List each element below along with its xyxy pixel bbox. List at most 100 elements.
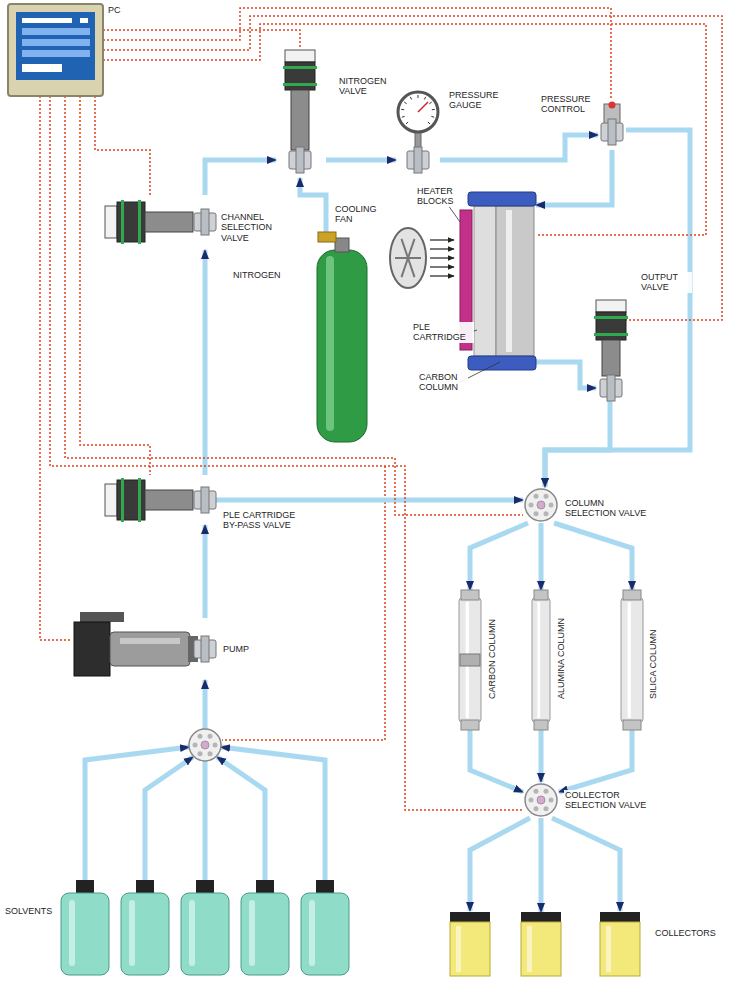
component-label: NITROGEN VALVE [338, 76, 395, 97]
pump-handle [80, 612, 124, 622]
bottle-body [241, 893, 289, 975]
tube [221, 747, 325, 880]
screen-line [22, 50, 90, 57]
air-flow-arrow [430, 257, 454, 258]
solvent-tube [539, 523, 544, 590]
gauge-tick [402, 116, 405, 118]
tube [470, 818, 530, 911]
gauge-tick [424, 97, 425, 100]
fitting-nut [607, 375, 615, 401]
air-flow-arrow [430, 248, 454, 249]
tube-fitting [289, 147, 311, 173]
screen-line [22, 39, 90, 46]
regulator [318, 232, 336, 242]
connectors [40, 8, 722, 912]
solvent-tube [536, 150, 612, 205]
fan-blade [402, 239, 409, 258]
component-node: ALUMINA COLUMN [532, 590, 550, 730]
control-wire [40, 96, 72, 640]
tube-fitting [194, 209, 216, 235]
column-tube [532, 598, 550, 722]
component-node: CHANNEL SELECTION VALVE [100, 195, 217, 250]
component-node: CARBON COLUMN [496, 192, 536, 370]
component-label: OUTPUT VALVE [640, 272, 692, 293]
solvent-tube [536, 362, 596, 388]
column-tube [621, 598, 643, 722]
fitting-nut [201, 636, 209, 662]
component-label: CARBON COLUMN [487, 618, 497, 700]
actuator-cap [105, 484, 117, 516]
gauge-tick [406, 122, 408, 124]
fitting-nut [201, 209, 209, 235]
rotary-valve [525, 784, 557, 816]
pump-highlight [120, 638, 180, 644]
fan-blade [408, 258, 415, 277]
solvent-bottle [241, 880, 289, 975]
green-flange [283, 83, 317, 86]
component-label: HEATER BLOCKS [416, 186, 463, 207]
valve-disc [525, 784, 557, 816]
solvent-tube [215, 498, 523, 503]
solvent-tube [539, 730, 544, 782]
valve-port [198, 734, 203, 739]
solvent-tube [539, 818, 544, 912]
control-wire [222, 466, 385, 740]
component-label: PC [107, 5, 122, 15]
column-body [532, 590, 550, 730]
control-wire [103, 24, 706, 235]
solvent-tube [470, 730, 523, 792]
component-node: PLE CARTRIDGE [474, 206, 496, 356]
gauge-tick [432, 109, 435, 110]
column-end [461, 590, 479, 600]
valve-port [208, 751, 213, 756]
valve-stem [145, 212, 193, 232]
fitting-nut [296, 147, 304, 173]
jar-body [450, 922, 490, 976]
component-label: PLE CARTRIDGE BY-PASS VALVE [222, 510, 306, 531]
bottle-body [121, 893, 169, 975]
component-node: COLLECTORS [446, 912, 644, 978]
component-label: CARBON COLUMN [418, 372, 468, 393]
solvent-bottle [61, 880, 109, 975]
air-flow-arrow [430, 266, 454, 267]
fitting-nut [414, 147, 422, 173]
bottle-highlight [309, 900, 315, 966]
valve-port [534, 789, 539, 794]
cartridge-assembly [460, 192, 536, 370]
column-tube [459, 598, 481, 722]
valve-rotor [537, 796, 545, 804]
gauge-needle [418, 102, 428, 112]
end-cap [468, 356, 536, 370]
component-node: PC [8, 4, 103, 96]
jar-cap [450, 912, 490, 922]
tube [552, 818, 620, 911]
green-flange [121, 200, 124, 244]
jar-body [521, 922, 561, 976]
bottle-cap [256, 880, 274, 894]
component-label: PLE CARTRIDGE [412, 322, 474, 343]
control-wire [103, 30, 300, 48]
valve-disc [189, 729, 221, 761]
component-label: CHANNEL SELECTION VALVE [220, 212, 278, 243]
component-label: PUMP [222, 644, 250, 654]
solvent-bottle [121, 880, 169, 975]
collector-jar [521, 912, 561, 976]
valve-stem [145, 490, 193, 510]
solvent-bottle [301, 880, 349, 975]
green-flange [138, 478, 141, 522]
solvent-tube [326, 158, 396, 163]
bottle-cap [136, 880, 154, 894]
component-label: COLLECTOR SELECTION VALVE [564, 790, 658, 811]
tube-fitting [407, 147, 429, 173]
component-label: NITROGEN [232, 270, 282, 280]
cylinder-highlight [326, 256, 334, 431]
component-node: COLUMN SELECTION VALVE [523, 487, 559, 523]
air-flow-arrow [430, 239, 454, 240]
column-end [623, 720, 641, 730]
tube [217, 757, 265, 880]
bottle-cap [316, 880, 334, 894]
column-highlight [537, 602, 540, 718]
jar-cap [521, 912, 561, 922]
valve-port [544, 806, 549, 811]
leader-line [448, 205, 460, 222]
